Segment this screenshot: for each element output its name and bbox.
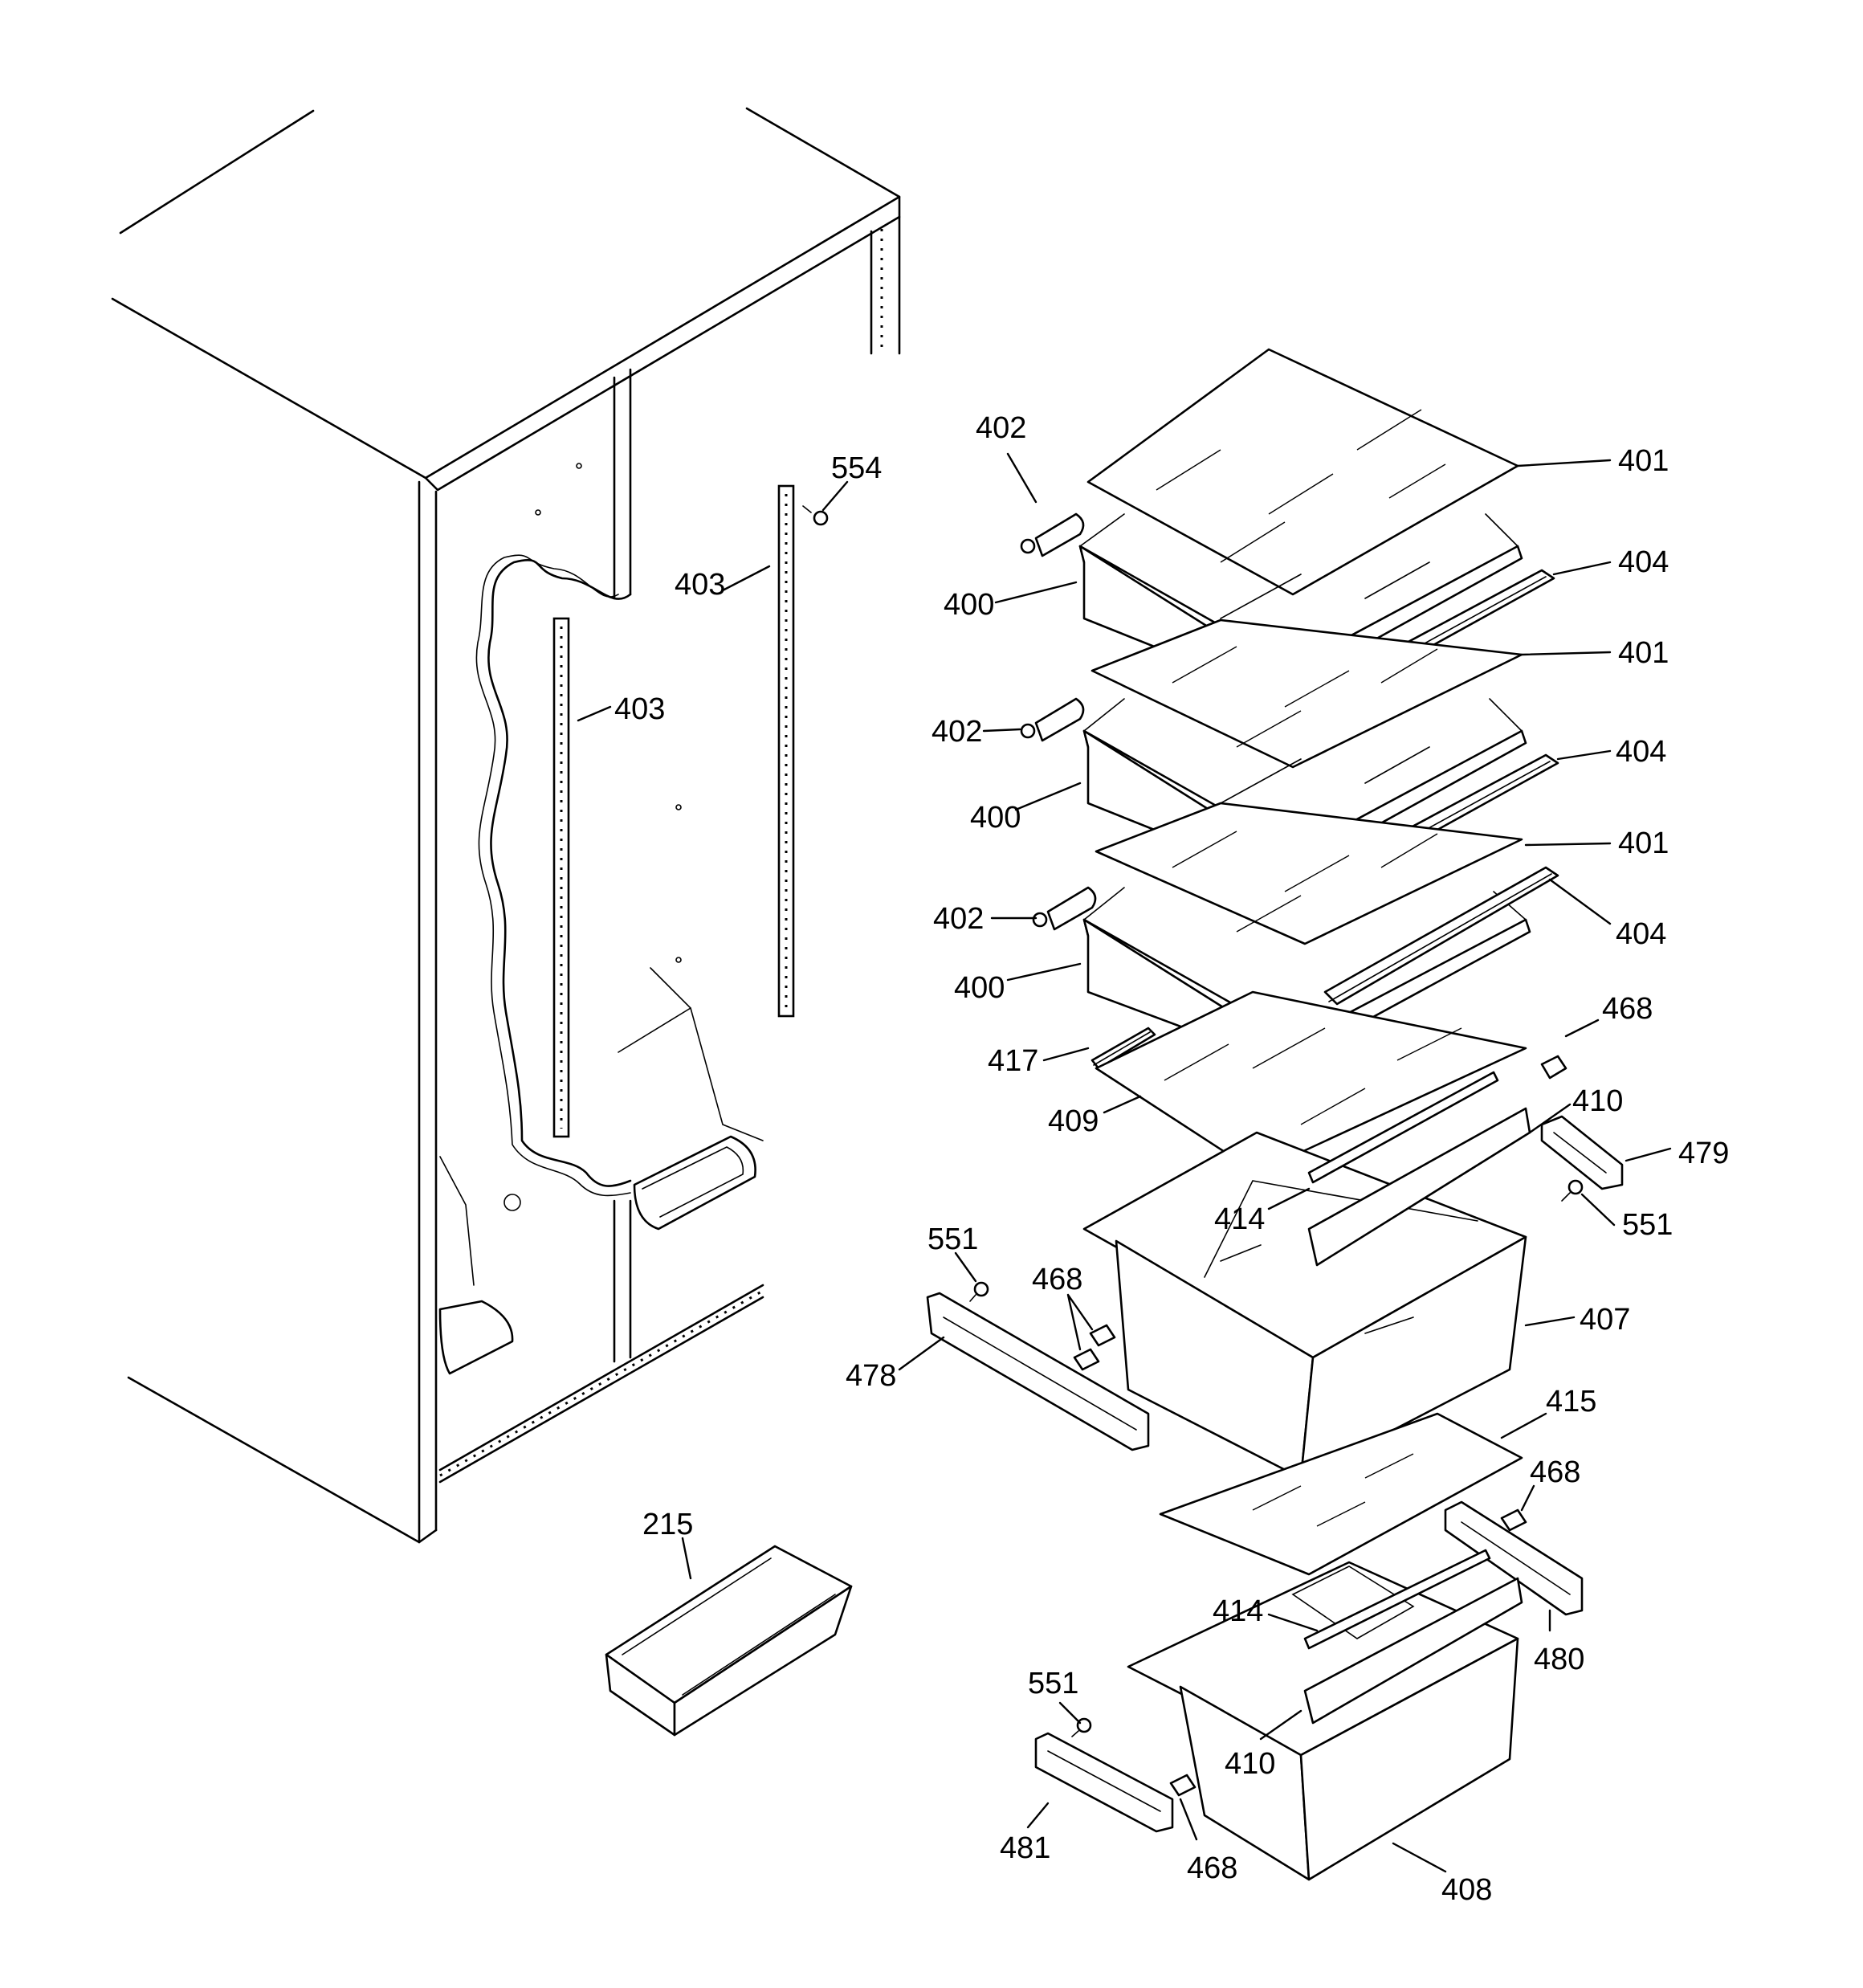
callout-551-left: 551 (927, 1223, 978, 1256)
callout-labels: 402 401 554 403 400 404 401 403 402 404 … (614, 411, 1729, 1907)
callout-401-lower: 401 (1618, 827, 1669, 860)
shelf-glass-401-top (1086, 348, 1519, 596)
clip-468-lower-right (1500, 1508, 1527, 1532)
shelf-rail-403-center (552, 617, 570, 1138)
callout-409: 409 (1048, 1104, 1099, 1138)
callout-402-middle: 402 (932, 715, 982, 749)
screw-551-left (969, 1281, 989, 1302)
callout-479: 479 (1678, 1137, 1729, 1170)
slide-478 (926, 1292, 1150, 1451)
callout-402-lower: 402 (933, 902, 984, 936)
callout-554: 554 (831, 451, 882, 485)
cover-support-417 (1090, 1027, 1156, 1070)
callout-468-left: 468 (1032, 1263, 1082, 1296)
callout-468-lower-right: 468 (1530, 1455, 1580, 1489)
callout-478: 478 (846, 1359, 896, 1393)
pan-upper-407 (1082, 1131, 1527, 1480)
callout-410-lower: 410 (1225, 1747, 1275, 1781)
pan-cover-glass-415 (1159, 1412, 1523, 1576)
callout-468-upper: 468 (1602, 992, 1653, 1026)
callout-403-center-rail: 403 (614, 692, 665, 726)
pan-cover-glass-409 (1095, 990, 1527, 1174)
callout-414-upper: 414 (1214, 1202, 1265, 1236)
callout-400-top: 400 (944, 588, 994, 622)
slide-481 (1034, 1732, 1174, 1833)
callout-551-right: 551 (1622, 1208, 1673, 1242)
bracket-414-lower (1303, 1549, 1491, 1650)
pan-lower-408 (1127, 1561, 1519, 1881)
clip-468-upper-right (1540, 1055, 1567, 1080)
slide-479 (1540, 1115, 1624, 1190)
refrigerator-cabinet (111, 107, 901, 1544)
shelf-rail-403-right (777, 484, 795, 1018)
screw-551-bottom (1071, 1717, 1092, 1737)
pan-handle-410-lower (1303, 1577, 1523, 1725)
leader-lines (577, 452, 1672, 1873)
callout-401-top: 401 (1618, 444, 1669, 478)
callout-414-lower: 414 (1213, 1594, 1263, 1628)
clip-468-bottom (1169, 1774, 1196, 1797)
callout-404-top: 404 (1618, 545, 1669, 579)
screw-554 (802, 505, 829, 526)
callout-410-upper: 410 (1572, 1084, 1623, 1118)
shelf-bracket-402-middle (1020, 697, 1085, 742)
callout-417: 417 (988, 1044, 1038, 1078)
callout-481: 481 (1000, 1831, 1050, 1865)
callout-407: 407 (1580, 1303, 1630, 1337)
callout-468-bottom: 468 (1187, 1851, 1237, 1885)
clip-468-left-pair (1073, 1324, 1116, 1371)
callout-215: 215 (642, 1508, 693, 1541)
bracket-414-upper (1307, 1071, 1499, 1184)
callout-401-middle: 401 (1618, 636, 1669, 670)
callout-400-middle: 400 (970, 801, 1021, 835)
callout-404-middle: 404 (1616, 735, 1666, 769)
callout-551-bottom: 551 (1028, 1667, 1078, 1700)
shelf-glass-401-lower (1095, 802, 1523, 945)
callout-402-top: 402 (976, 411, 1026, 445)
callout-403-right-rail: 403 (675, 568, 725, 602)
callout-408: 408 (1441, 1873, 1492, 1907)
slide-480 (1444, 1500, 1584, 1616)
shelf-bracket-402-lower (1032, 886, 1097, 931)
screw-551-right (1561, 1179, 1584, 1202)
callout-415: 415 (1546, 1385, 1596, 1419)
shelf-trim-404-lower (1323, 866, 1559, 1006)
callout-400-lower: 400 (954, 971, 1005, 1005)
callout-404-lower: 404 (1616, 917, 1666, 951)
shelf-bracket-402-top (1020, 512, 1085, 557)
callout-480: 480 (1534, 1643, 1584, 1676)
bin-215 (605, 1545, 853, 1737)
